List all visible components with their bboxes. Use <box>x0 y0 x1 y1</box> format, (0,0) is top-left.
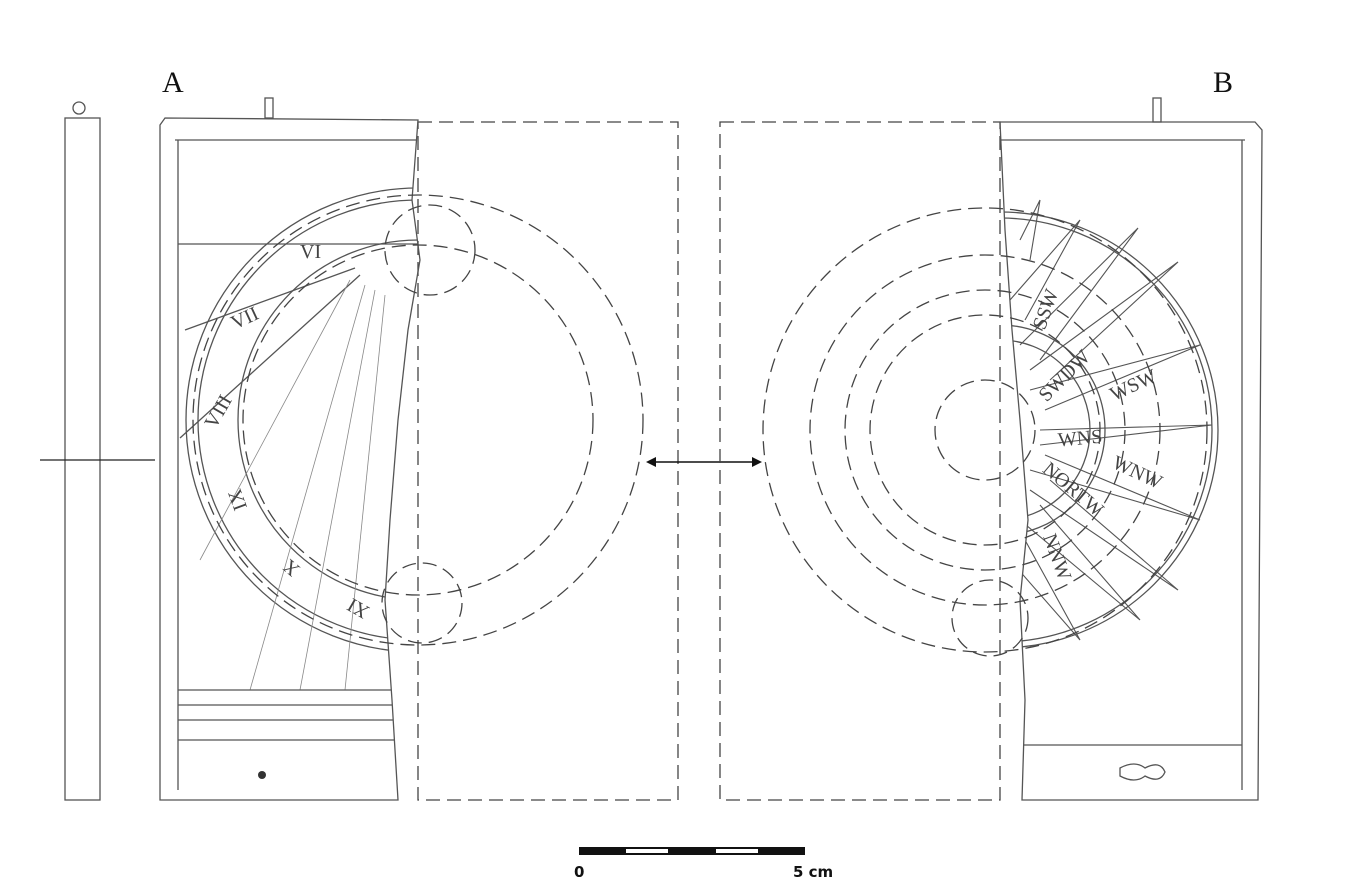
hour-vii: VII <box>228 303 262 335</box>
compass-wsw: WSW <box>1107 365 1161 406</box>
panel-a-label: A <box>162 66 184 99</box>
scale-start-label: 0 <box>574 863 584 881</box>
panel-b-label: B <box>1213 66 1233 99</box>
hour-viii: VIII <box>200 391 236 432</box>
hour-ix: IX <box>224 485 252 513</box>
compass-wns: WNS <box>1057 426 1103 452</box>
hour-xi: XI <box>344 593 373 623</box>
board-b <box>999 121 1263 801</box>
board-a <box>159 117 421 801</box>
scale-end-label: 5 cm <box>793 863 833 881</box>
scale-bar: 0 5 cm <box>574 847 833 881</box>
side-profile <box>40 101 155 801</box>
reconstruction-outline-a <box>417 121 679 801</box>
alignment-arrow <box>646 457 762 467</box>
panel-b: B SSW SWD <box>719 66 1263 801</box>
hour-vi: VI <box>300 241 321 263</box>
panel-a: A VI VII VIII IX X XI <box>159 66 679 801</box>
reconstruction-outline-b <box>719 121 1001 801</box>
